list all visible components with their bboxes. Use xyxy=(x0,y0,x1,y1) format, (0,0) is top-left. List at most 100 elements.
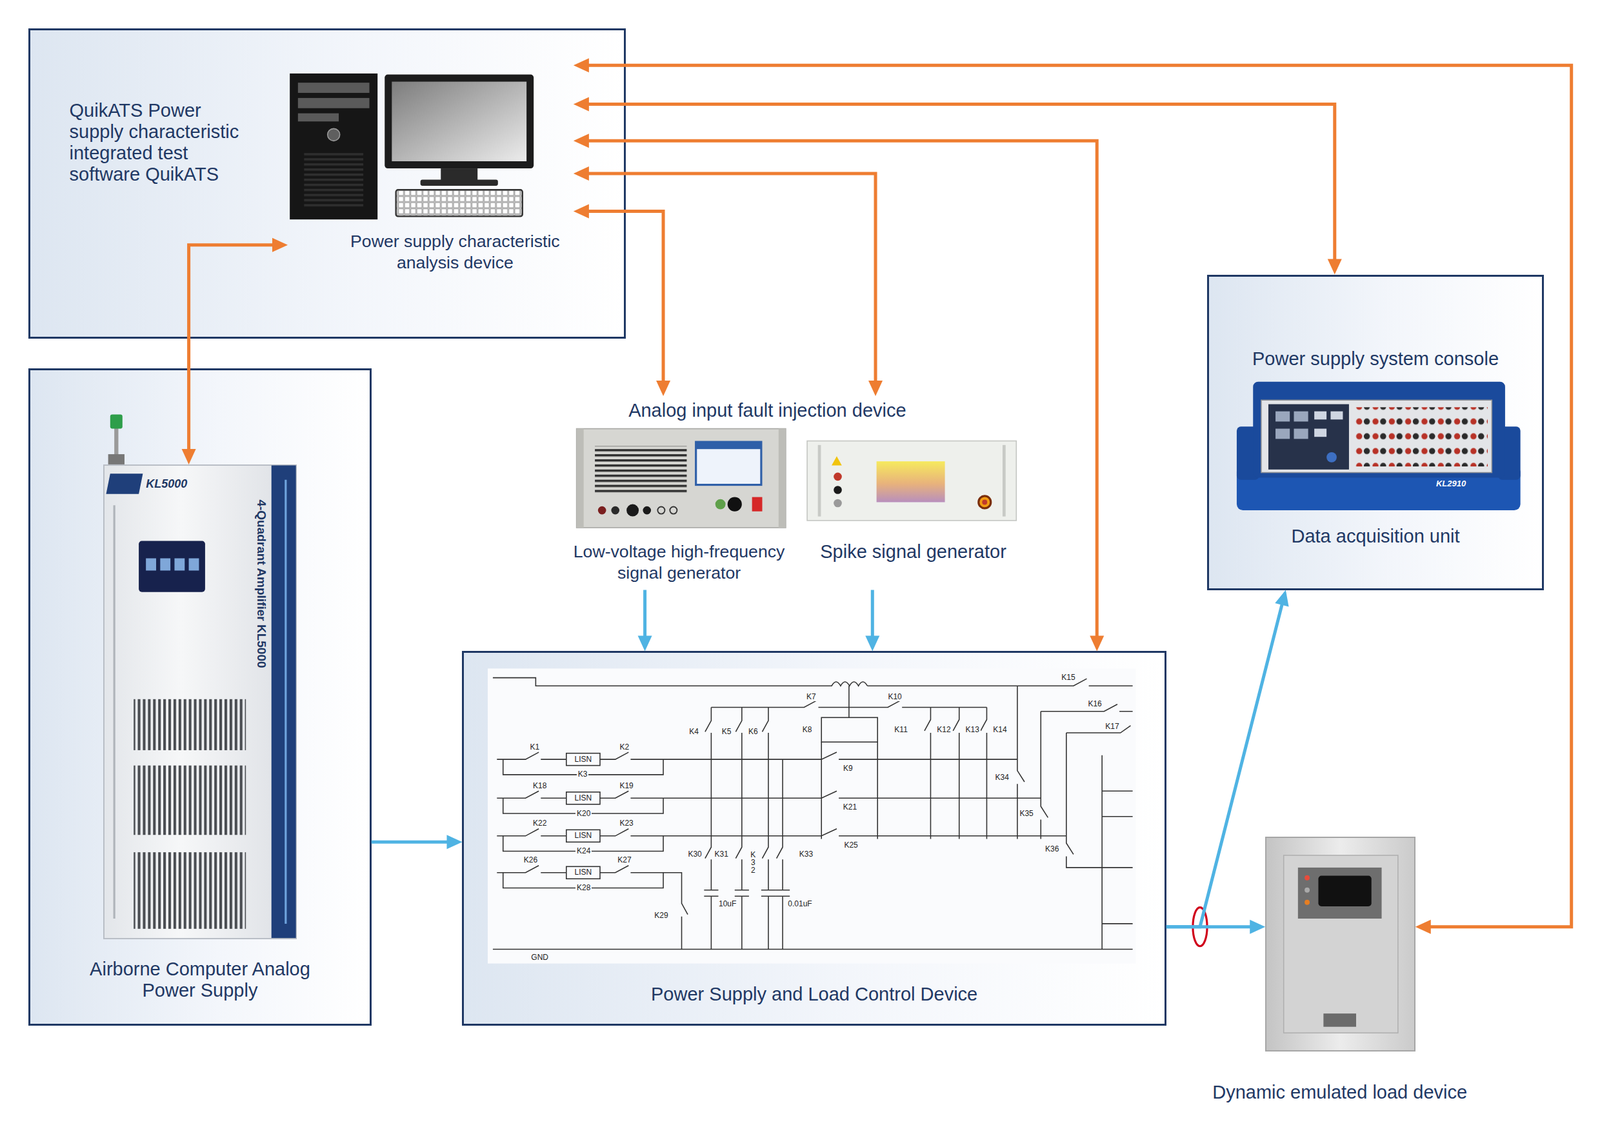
component-label: K30 xyxy=(686,850,703,859)
node-label: Power supply characteristic analysis dev… xyxy=(328,230,582,274)
connector-line xyxy=(1166,925,1251,929)
component-label: K2 xyxy=(618,743,631,752)
connector-line xyxy=(587,65,1572,927)
arrow-head xyxy=(656,380,671,397)
connector-line xyxy=(643,590,647,638)
connector xyxy=(638,590,653,652)
node-label: QuikATS Power supply characteristic inte… xyxy=(69,100,256,186)
component-label: K34 xyxy=(993,773,1010,782)
panel-box: Airborne Computer Analog Power Supply KL5… xyxy=(28,368,371,1026)
component-label: K26 xyxy=(522,856,539,865)
component-label: K28 xyxy=(575,883,592,893)
node-label: Low-voltage high-frequency signal genera… xyxy=(554,541,803,584)
component-label: K29 xyxy=(652,911,670,920)
connector xyxy=(573,166,883,397)
instrument: Low-voltage high-frequency signal genera… xyxy=(554,423,803,591)
arrow-head xyxy=(1415,920,1431,935)
arrow-head xyxy=(446,834,462,850)
arrow-head xyxy=(272,238,288,253)
node-label: Airborne Computer Analog Power Supply xyxy=(77,958,323,1002)
connector xyxy=(1166,590,1290,928)
connector-line xyxy=(870,590,875,638)
component-label: GND xyxy=(529,953,550,962)
arrow-head xyxy=(573,58,590,73)
circuit-schematic xyxy=(487,668,1136,964)
component-label: K9 xyxy=(841,764,855,773)
component-label: K11 xyxy=(892,725,909,735)
component-label: K1 xyxy=(528,743,541,752)
spike-generator-illustration xyxy=(807,441,1017,521)
component-label: K17 xyxy=(1103,722,1120,731)
rotated-label: 4-Quadrant Amplifier KL5000 xyxy=(254,481,269,686)
connector-line xyxy=(587,211,664,382)
component-label: K8 xyxy=(801,725,814,735)
panel-box: QuikATS Power supply characteristic inte… xyxy=(28,28,626,339)
component-label: K3 xyxy=(576,770,590,779)
tap-marker xyxy=(1192,907,1208,947)
computer-station: Power supply characteristic analysis dev… xyxy=(287,59,574,280)
component-label: LISN xyxy=(573,794,594,803)
node-label: Data acquisition unit xyxy=(1290,525,1460,548)
node-label: Power Supply and Load Control Device xyxy=(650,983,978,1006)
panel-box: Power Supply and Load Control Device xyxy=(461,650,1166,1026)
load-illustration xyxy=(1283,855,1399,1033)
connector-line xyxy=(587,140,1097,637)
component-label: K12 xyxy=(935,725,952,735)
model-label: KL2910 xyxy=(1434,479,1468,488)
connector xyxy=(573,58,1572,934)
component-label: 0.01uF xyxy=(786,900,813,909)
arrow-head xyxy=(868,380,883,397)
device-group: Analog input fault injection deviceLow-v… xyxy=(547,396,1025,591)
arrow-head xyxy=(638,635,653,651)
load-cabinet: Dynamic emulated load device xyxy=(1265,836,1416,1051)
arrow-head xyxy=(1327,259,1342,275)
arrow-head xyxy=(573,166,590,181)
component-label: K33 xyxy=(798,850,815,859)
component-label: K23 xyxy=(618,819,635,828)
component-label: K32 xyxy=(748,850,758,875)
connector-line xyxy=(587,103,1335,260)
component-label: K5 xyxy=(720,727,733,737)
connector-line xyxy=(189,245,274,451)
component-label: K22 xyxy=(531,819,548,828)
component-label: K35 xyxy=(1018,809,1035,819)
component-label: K6 xyxy=(747,727,760,737)
console-illustration xyxy=(1236,381,1521,511)
arrow-head xyxy=(1274,590,1289,608)
node-label: KL5000 xyxy=(145,476,188,491)
component-label: K18 xyxy=(531,781,548,791)
instrument: Spike signal generator xyxy=(805,423,1022,591)
component-label: 10uF xyxy=(717,900,738,909)
arrow-head xyxy=(1089,635,1104,651)
component-label: K7 xyxy=(805,692,818,702)
connector xyxy=(573,133,1104,651)
component-label: LISN xyxy=(573,868,594,877)
connector xyxy=(573,96,1342,275)
connector xyxy=(181,238,288,465)
amplifier-illustration xyxy=(105,414,296,939)
component-label: LISN xyxy=(573,755,594,764)
connector xyxy=(573,204,671,397)
arrow-head xyxy=(573,204,590,219)
component-label: K14 xyxy=(991,725,1008,735)
connector xyxy=(371,834,463,850)
component-label: K19 xyxy=(618,781,635,791)
component-label: K21 xyxy=(841,803,859,812)
arrow-head xyxy=(865,635,880,651)
connector-line xyxy=(371,840,449,844)
component-label: K13 xyxy=(964,725,981,735)
component-label: K27 xyxy=(616,856,633,865)
computer-illustration xyxy=(289,73,534,220)
amplifier-cabinet: KL5000 4-Quadrant Amplifier KL5000 xyxy=(103,464,298,940)
signal-generator-illustration xyxy=(576,429,786,528)
connector-line xyxy=(587,173,876,382)
node-label: Spike signal generator xyxy=(820,541,1007,563)
connector-line xyxy=(1166,603,1283,928)
component-label: K4 xyxy=(687,727,700,737)
node-label: Power supply system console xyxy=(1252,348,1499,370)
connector xyxy=(1166,920,1266,935)
arrow-head xyxy=(1249,920,1266,935)
component-label: K15 xyxy=(1060,673,1077,682)
arrow-head xyxy=(181,449,197,465)
component-label: K25 xyxy=(842,841,859,850)
